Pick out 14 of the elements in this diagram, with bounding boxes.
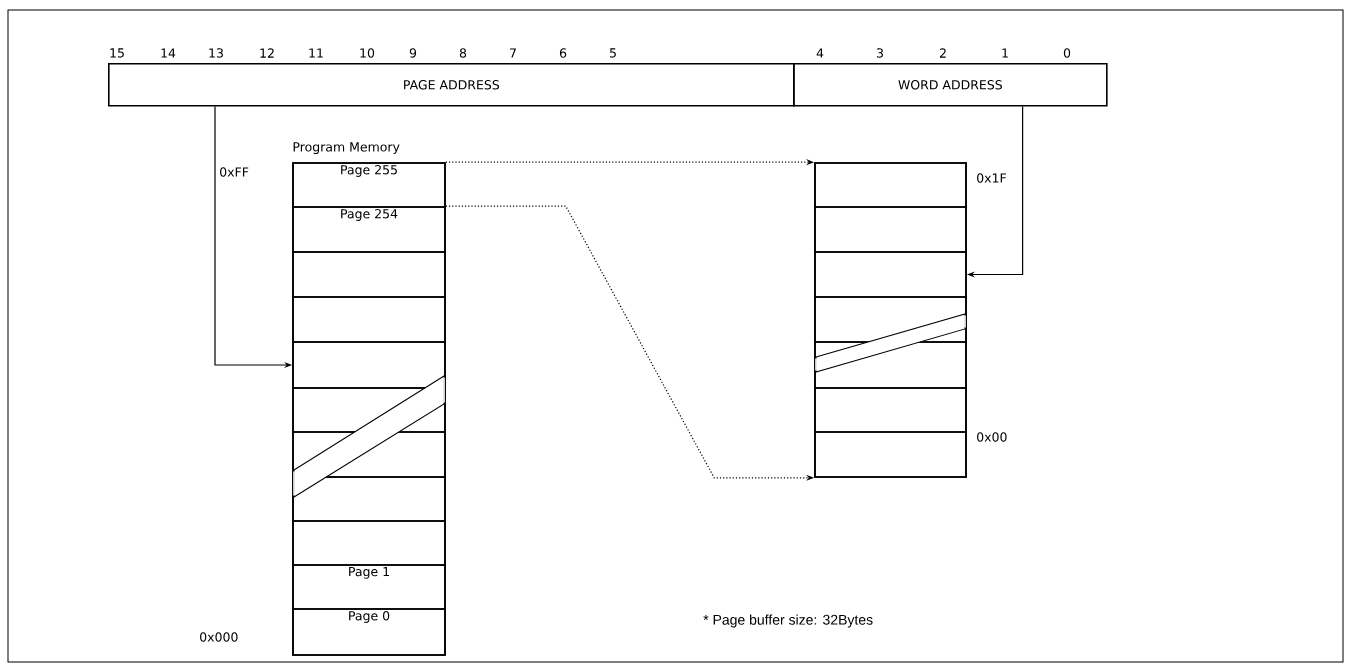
address-label: 0x00	[977, 432, 1007, 442]
address-label: 0x1F	[977, 173, 1006, 183]
node-label: Page 255	[341, 164, 397, 177]
address-label: 0x000	[200, 632, 238, 642]
footnote: * Page buffer size: 32Bytes	[703, 614, 873, 628]
memory-page-row: Page 0	[292, 608, 446, 656]
address-field: WORD ADDRESS	[793, 63, 1108, 107]
address-field: PAGE ADDRESS	[108, 63, 795, 107]
memory-page-row: Page 254	[292, 206, 446, 253]
address-label: 0xFF	[220, 167, 249, 177]
node-label: Program Memory	[293, 142, 400, 154]
bit-number: 4	[816, 48, 824, 58]
buffer-column	[814, 162, 967, 478]
memory-page-row: Page 1	[292, 564, 446, 610]
